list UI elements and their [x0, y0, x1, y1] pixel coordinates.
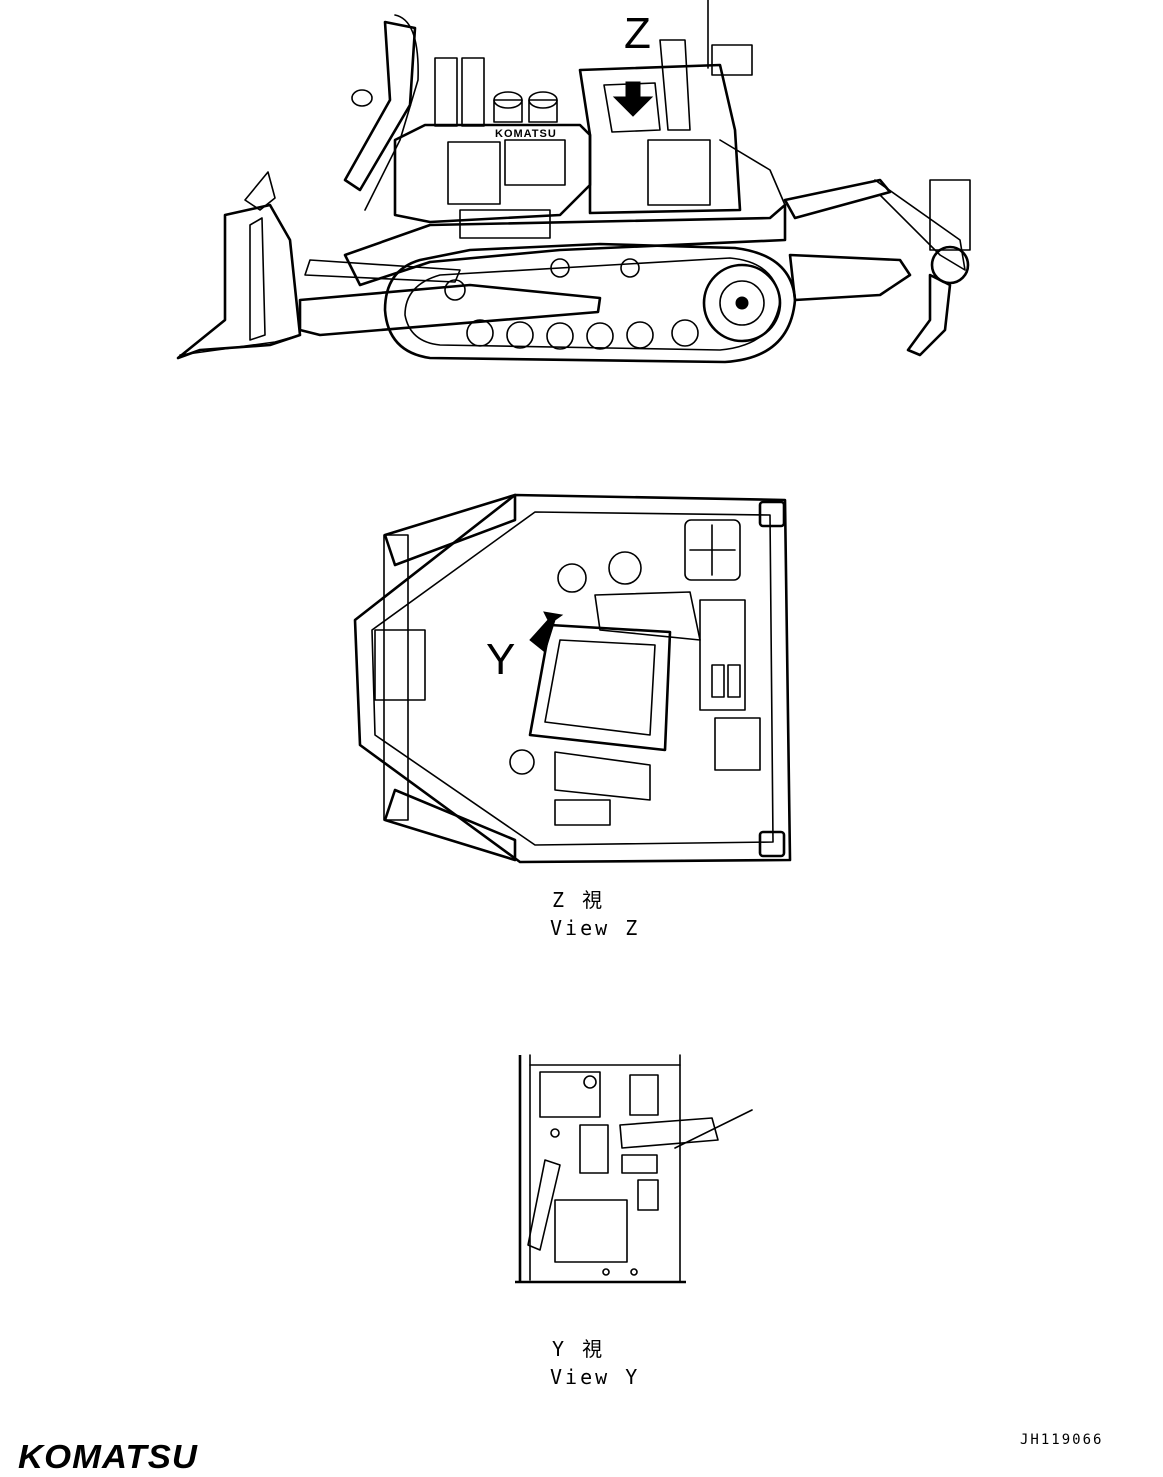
air-vent-box — [684, 519, 741, 581]
view-y-detail — [515, 1054, 753, 1284]
operator-cab — [578, 63, 742, 215]
view-y-arrow — [529, 611, 564, 653]
hood-panel-mid — [504, 139, 566, 186]
seat-cushion — [544, 639, 656, 736]
ripper-mount-plate — [929, 179, 971, 251]
track-outline — [383, 242, 797, 364]
cab-door — [647, 139, 711, 206]
console-switch-a — [711, 664, 725, 698]
pedal-knob — [509, 749, 535, 775]
decal-plate — [619, 1117, 719, 1149]
corner-bracket-bottom — [758, 830, 786, 858]
komatsu-logo: KOMATSU — [18, 1438, 198, 1475]
ripper-shank — [906, 273, 952, 357]
rear-panel — [714, 717, 761, 771]
rear-fender — [719, 139, 786, 206]
ripper-cylinder — [783, 178, 892, 220]
left-joystick — [557, 563, 587, 593]
blade-face — [249, 217, 266, 341]
knob-icon — [583, 1075, 597, 1089]
view-y-label-en: View Y — [550, 1365, 641, 1389]
hood-panel-low — [459, 209, 551, 239]
bulldozer-side-view: KOMATSU — [176, 0, 971, 364]
ripper-pivot — [930, 245, 970, 285]
y-view-marker: Y — [486, 635, 516, 684]
view-z-arrow — [612, 81, 654, 117]
operator-seat — [528, 623, 672, 752]
lower-panel — [554, 1199, 628, 1263]
switch-block — [579, 1124, 609, 1174]
view-y-label-jp: Y 視 — [552, 1337, 606, 1361]
blade-top-guard — [244, 171, 276, 211]
cab-left-frame — [383, 493, 517, 567]
cab-floor-inner — [371, 511, 774, 846]
sprocket-center — [735, 296, 749, 310]
lower-console — [554, 751, 651, 801]
air-vent-grille — [689, 524, 736, 576]
switch-small-a — [621, 1154, 658, 1174]
left-panel-box — [374, 629, 426, 701]
slanted-rail — [527, 1159, 561, 1251]
sprocket-hub — [719, 280, 765, 326]
view-z-label-en: View Z — [550, 916, 641, 940]
main-frame — [343, 203, 787, 287]
leader-line — [674, 1109, 753, 1149]
bolt-a — [550, 1128, 560, 1138]
blade-cutting-edge — [179, 334, 301, 356]
panel-upper-right — [629, 1074, 659, 1116]
right-joystick — [608, 551, 642, 585]
ripper-link — [874, 179, 966, 271]
view-z-plan — [353, 493, 792, 864]
view-z-label-jp: Z 視 — [552, 888, 606, 912]
lower-step-box — [554, 799, 611, 826]
cab-floor-outline — [353, 493, 792, 864]
lift-cylinder — [343, 20, 417, 192]
tilt-cylinder — [304, 259, 461, 283]
exhaust-stacks — [434, 57, 558, 127]
switch-small-b — [637, 1179, 659, 1211]
console-switch-b — [727, 664, 741, 698]
panel-upper-left — [539, 1071, 601, 1118]
hood-panel-left — [447, 141, 501, 205]
hydraulic-hoses — [364, 14, 419, 211]
bolt-b — [602, 1268, 610, 1276]
hood-lettering: KOMATSU — [495, 128, 557, 140]
work-light — [351, 89, 373, 107]
z-view-marker: Z — [624, 9, 651, 58]
ripper-frame — [788, 253, 912, 302]
document-id: JH119066 — [1020, 1432, 1104, 1448]
sprocket-wheel — [702, 263, 782, 343]
right-console — [699, 599, 746, 711]
bolt-c — [630, 1268, 638, 1276]
armrest-console — [594, 591, 701, 641]
cab-roof-box — [711, 44, 753, 76]
cab-left-frame-lower — [383, 788, 517, 862]
outer-plate — [383, 534, 409, 821]
dozer-blade — [176, 203, 302, 360]
push-arm — [298, 283, 602, 337]
rops-post — [659, 39, 691, 131]
corner-bracket-top — [758, 500, 786, 528]
